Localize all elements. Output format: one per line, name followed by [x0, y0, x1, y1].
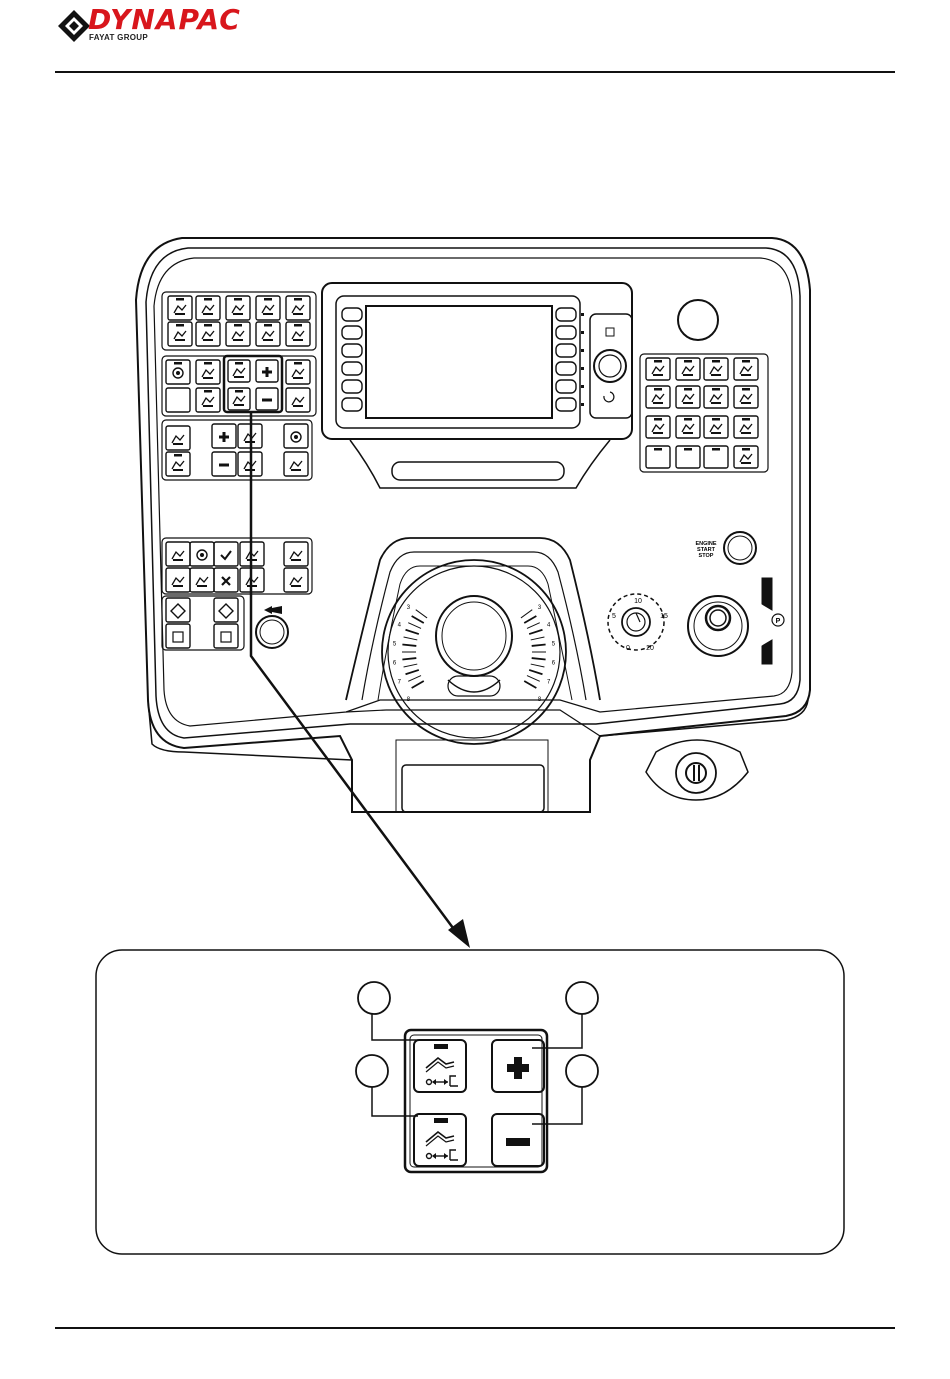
plus-icon	[426, 1058, 458, 1086]
pointer-arrow	[251, 412, 470, 948]
gauge-number: 5	[552, 641, 556, 647]
panel-key	[676, 416, 700, 438]
gauge-number: 3	[407, 605, 411, 611]
speed-dial-label-10: 10	[634, 598, 642, 605]
gauge-number: 4	[547, 622, 551, 628]
panel-key	[168, 296, 192, 320]
callout-circle-top-right	[566, 982, 598, 1014]
panel-key	[286, 296, 310, 320]
panel-key	[676, 446, 700, 468]
gauge-number: 7	[398, 680, 402, 686]
callout-circle-top-left	[358, 982, 390, 1014]
speed-dial-label-5: 5	[612, 613, 616, 620]
engine-start-stop-button	[724, 532, 756, 564]
horn-icon	[264, 606, 282, 614]
panel-key	[704, 446, 728, 468]
display-unit	[322, 283, 632, 488]
gauge-number: 7	[547, 680, 551, 686]
panel-key	[166, 542, 190, 566]
panel-key	[286, 322, 310, 346]
minus-button	[492, 1114, 544, 1166]
speed-dial-label-15: 15	[660, 613, 668, 620]
footer-rule	[55, 1327, 895, 1329]
gauge-number: 5	[393, 641, 397, 647]
lower-button	[414, 1114, 466, 1166]
key-switch	[676, 753, 716, 793]
panel-key	[734, 446, 758, 468]
panel-key	[256, 296, 280, 320]
horn-button	[256, 616, 288, 648]
panel-key	[212, 424, 236, 448]
panel-key	[196, 388, 220, 412]
panel-key	[228, 388, 250, 410]
panel-key	[166, 452, 190, 476]
panel-key	[166, 426, 190, 450]
panel-key	[166, 388, 190, 412]
panel-key	[190, 568, 214, 592]
panel-key	[190, 542, 214, 566]
panel-key	[214, 598, 238, 622]
panel-key	[196, 322, 220, 346]
panel-key	[284, 452, 308, 476]
panel-key	[286, 360, 310, 384]
minus-icon	[507, 1057, 529, 1079]
callout-circle-bottom-right	[566, 1055, 598, 1087]
panel-key	[676, 386, 700, 408]
panel-key	[704, 358, 728, 380]
panel-key	[734, 386, 758, 408]
panel-key	[196, 360, 220, 384]
drive-lever	[688, 578, 784, 664]
panel-key	[256, 360, 278, 382]
panel-key	[284, 542, 308, 566]
panel-key	[284, 424, 308, 448]
speed-dial-label-20: 20	[646, 645, 654, 652]
callout-markers	[356, 982, 598, 1124]
panel-key	[734, 358, 758, 380]
gauge-number: 6	[393, 661, 397, 667]
panel-key	[214, 568, 238, 592]
panel-key	[646, 446, 670, 468]
panel-key	[646, 386, 670, 408]
steering-housing	[346, 538, 600, 744]
panel-key	[676, 358, 700, 380]
panel-key	[226, 296, 250, 320]
panel-key	[284, 568, 308, 592]
cluster-outline	[162, 292, 316, 350]
panel-key	[286, 388, 310, 412]
raise-icon	[414, 1040, 466, 1092]
panel-key	[214, 624, 238, 648]
panel-key	[704, 386, 728, 408]
parking-label: P	[776, 618, 781, 625]
panel-key	[734, 416, 758, 438]
panel-key	[256, 388, 278, 410]
panel-key	[646, 358, 670, 380]
callout-circle-bottom-left	[356, 1055, 388, 1087]
panel-key	[196, 296, 220, 320]
panel-key	[166, 598, 190, 622]
gauge-number: 6	[552, 661, 556, 667]
detail-keypad	[405, 1030, 547, 1172]
panel-key	[166, 360, 190, 384]
engine-label-3: STOP	[699, 553, 714, 559]
panel-key	[228, 360, 250, 382]
panel-key	[166, 624, 190, 648]
detail-callout-box	[96, 950, 844, 1254]
panel-key	[646, 416, 670, 438]
speed-dial-label-0: 0	[626, 645, 630, 652]
panel-key	[704, 416, 728, 438]
top-right-round-button	[678, 300, 718, 340]
panel-key	[166, 568, 190, 592]
panel-key	[214, 542, 238, 566]
lower	[426, 1132, 458, 1160]
panel-key	[168, 322, 192, 346]
panel-key	[212, 452, 236, 476]
minus	[506, 1138, 530, 1146]
gauge-number: 4	[398, 622, 402, 628]
panel-key	[256, 322, 280, 346]
gauge-number: 3	[538, 605, 542, 611]
panel-key	[226, 322, 250, 346]
cluster-outline	[162, 356, 316, 416]
